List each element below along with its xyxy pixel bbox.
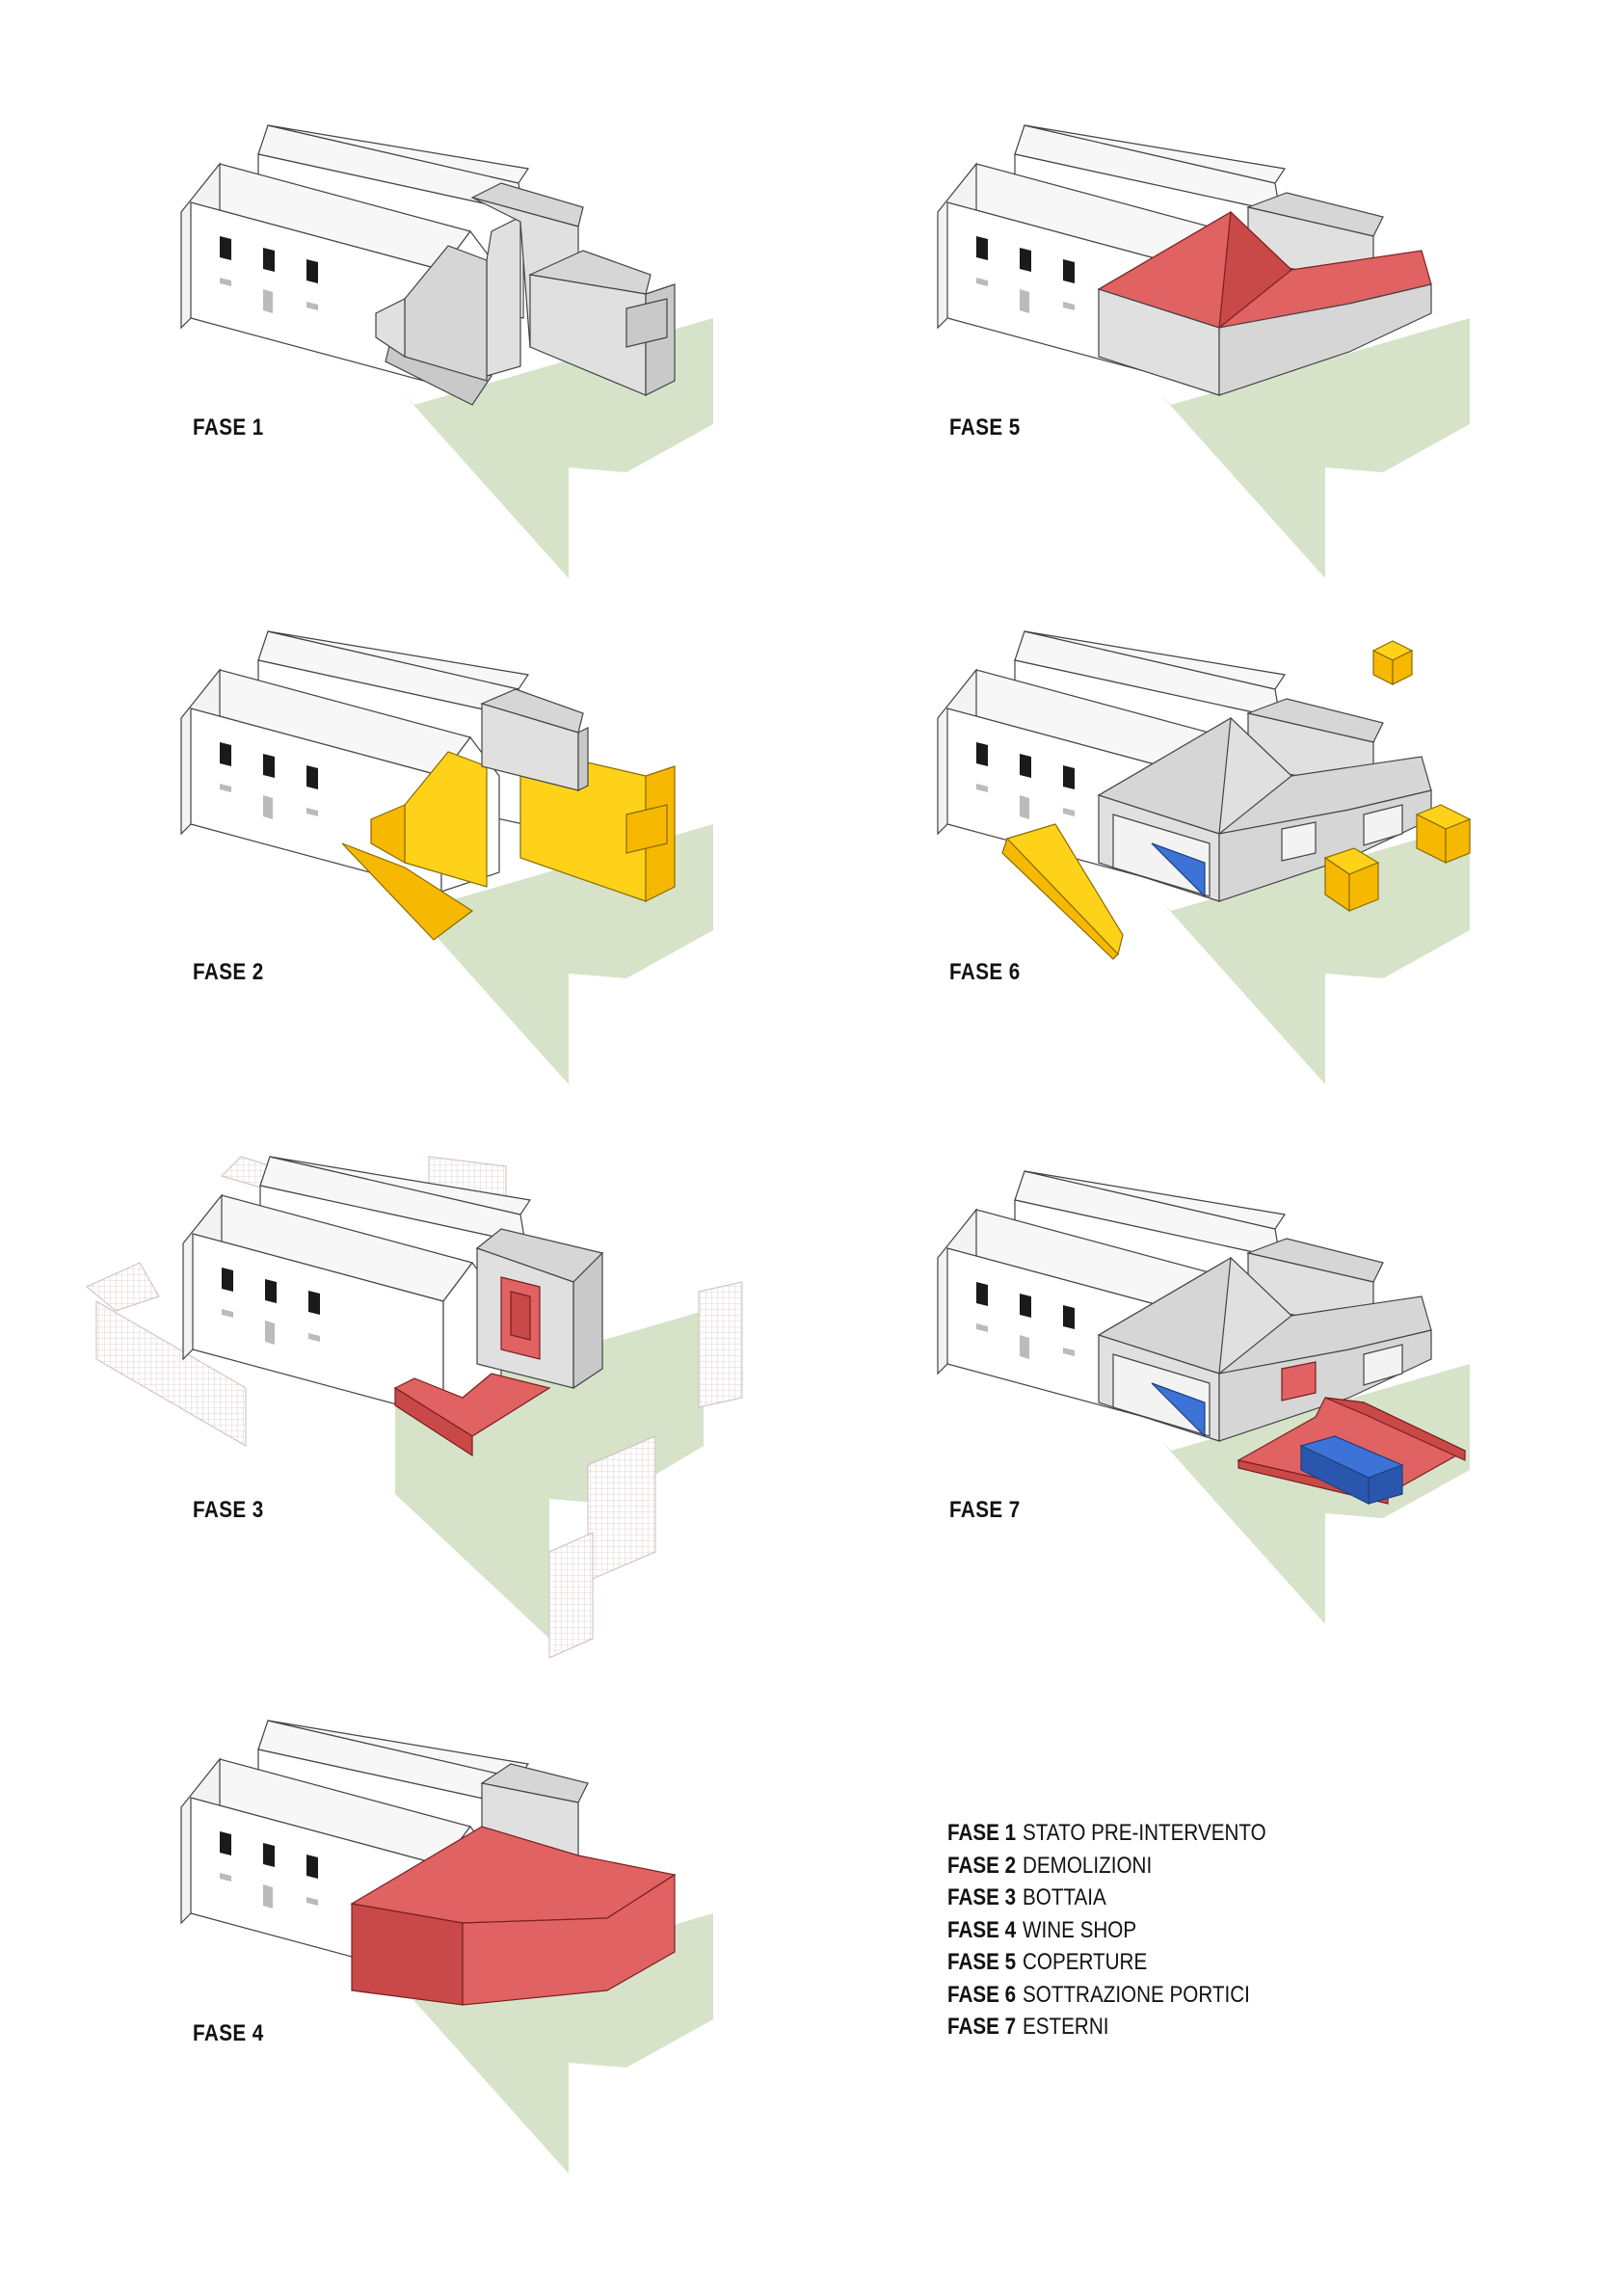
legend-code: FASE 5 (947, 1949, 1017, 1975)
legend-desc: SOTTRAZIONE PORTICI (1023, 1981, 1250, 2008)
legend-desc: STATO PRE-INTERVENTO (1023, 1820, 1266, 1846)
legend-desc: WINE SHOP (1023, 1916, 1137, 1943)
legend-code: FASE 7 (947, 2014, 1017, 2040)
diagram-fase-6 (930, 622, 1556, 1104)
phase-label: FASE 3 (193, 1497, 264, 1523)
diagram-fase-7 (930, 1161, 1556, 1643)
legend-desc: DEMOLIZIONI (1023, 1852, 1153, 1879)
phase-label: FASE 1 (193, 414, 264, 441)
legend-code: FASE 4 (947, 1916, 1017, 1943)
legend-code: FASE 2 (947, 1852, 1017, 1879)
legend-desc: ESTERNI (1023, 2014, 1109, 2040)
legend-code: FASE 3 (947, 1884, 1017, 1910)
diagram-fase-4 (173, 1711, 752, 2193)
legend-desc: COPERTURE (1023, 1949, 1148, 1975)
legend-desc: BOTTAIA (1023, 1884, 1106, 1910)
diagram-fase-5 (930, 116, 1508, 598)
diagram-fase-2 (173, 622, 752, 1104)
diagram-fase-1 (173, 116, 752, 598)
diagram-fase-3 (86, 1147, 858, 1659)
phase-label: FASE 2 (193, 959, 264, 985)
phase-label: FASE 4 (193, 2020, 264, 2046)
phase-label: FASE 7 (949, 1497, 1021, 1523)
phase-label: FASE 5 (949, 414, 1021, 441)
legend-code: FASE 6 (947, 1981, 1017, 2008)
phase-label: FASE 6 (949, 959, 1021, 985)
legend-code: FASE 1 (947, 1820, 1017, 1846)
